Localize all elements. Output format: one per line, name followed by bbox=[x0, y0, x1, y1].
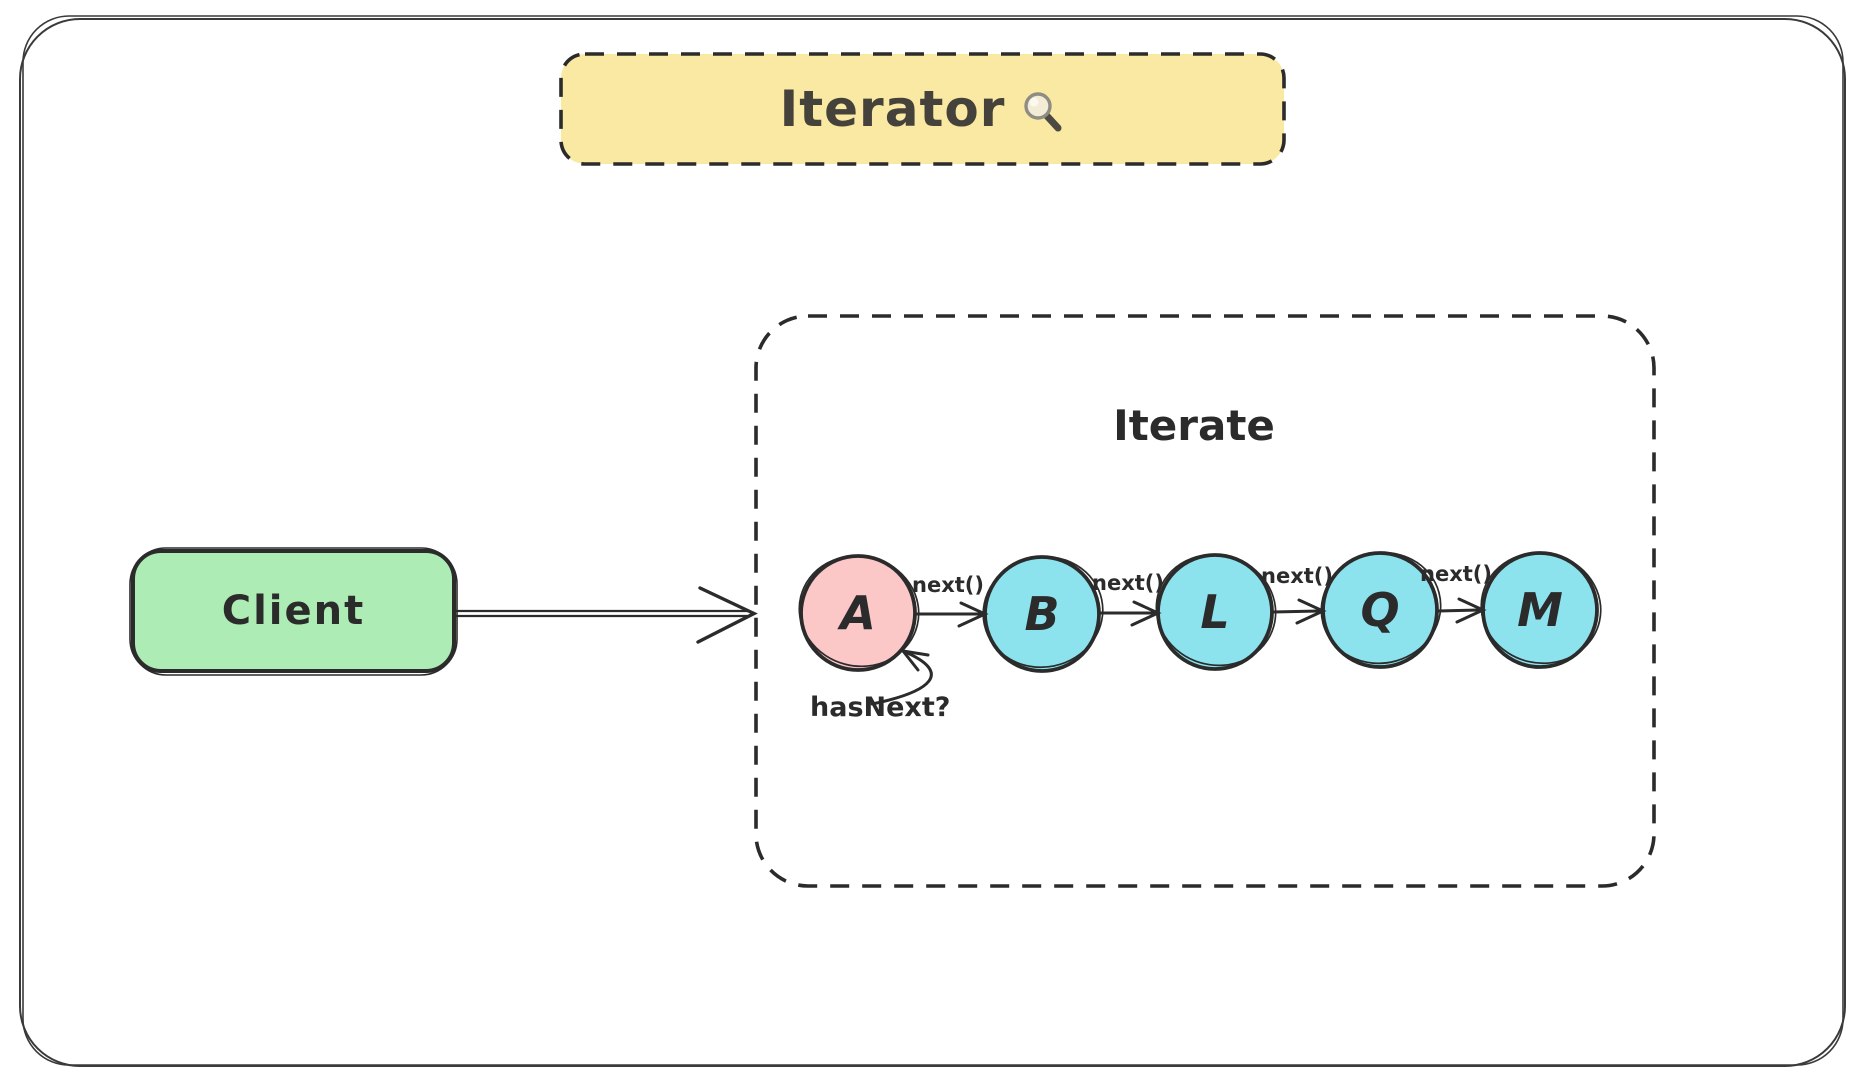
edge-label-next-2: next() bbox=[1092, 571, 1164, 595]
node-circles bbox=[798, 551, 1602, 673]
outer-frame bbox=[19, 15, 1846, 1067]
magnifier-search-icon bbox=[1024, 92, 1062, 132]
title-banner-label: Iterator bbox=[779, 80, 1006, 138]
arrow-L-to-Q bbox=[1271, 598, 1327, 625]
node-label-L: L bbox=[1200, 585, 1230, 639]
node-label-A: A bbox=[840, 586, 876, 640]
title-banner: Iterator bbox=[561, 54, 1284, 164]
node-circle-A bbox=[798, 554, 920, 672]
client-box bbox=[129, 547, 458, 676]
node-label-M: M bbox=[1517, 583, 1563, 637]
arrow-A-to-B bbox=[915, 601, 989, 628]
edge-label-next-4: next() bbox=[1420, 562, 1492, 586]
edge-label-next-3: next() bbox=[1261, 564, 1333, 588]
client-box-shape bbox=[131, 549, 456, 673]
iterate-group-box bbox=[754, 314, 1656, 888]
node-label-B: B bbox=[1024, 587, 1060, 641]
node-circle-B bbox=[982, 555, 1104, 673]
hasnext-arrow bbox=[870, 649, 933, 706]
outer-frame-line-1 bbox=[19, 18, 1846, 1067]
hasnext-label: hasNext? bbox=[810, 691, 951, 723]
iterate-group-label: Iterate bbox=[1113, 400, 1275, 450]
arrow-Q-to-M bbox=[1436, 597, 1487, 624]
outer-frame-line-2 bbox=[22, 15, 1844, 1066]
client-to-iterate-arrow bbox=[456, 586, 758, 644]
title-banner-box bbox=[559, 52, 1286, 166]
next-arrows bbox=[915, 597, 1487, 628]
node-circle-Q bbox=[1320, 551, 1442, 669]
edge-label-next-1: next() bbox=[912, 573, 984, 597]
arrow-B-to-L bbox=[1099, 600, 1162, 627]
node-label-Q: Q bbox=[1360, 583, 1400, 637]
client-label: Client bbox=[221, 588, 366, 634]
